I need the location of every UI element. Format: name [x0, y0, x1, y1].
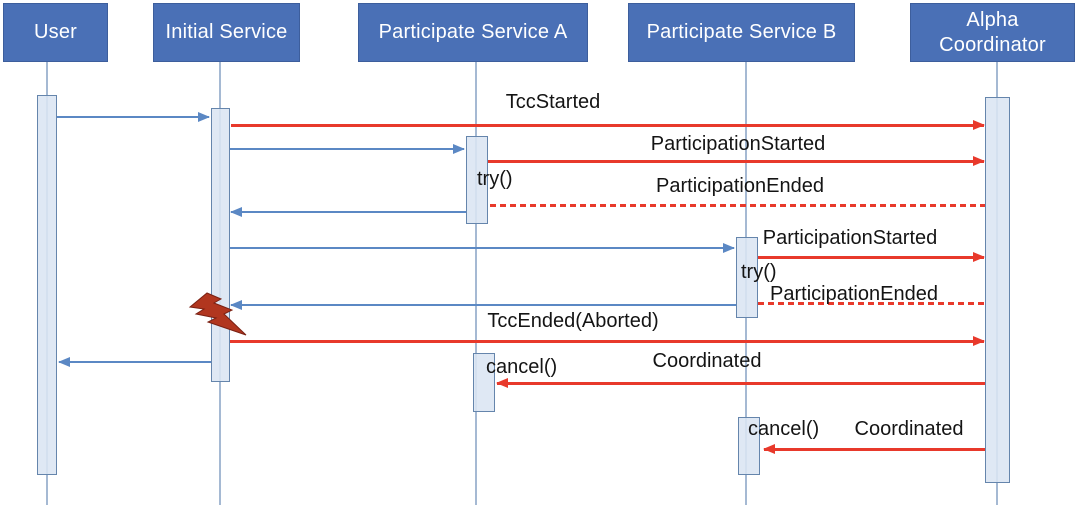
- message-arrow-initial-to-service-a: [230, 143, 465, 154]
- message-line: [231, 210, 466, 214]
- actor-service-a: Participate Service A: [358, 3, 588, 62]
- activation-initial-service: [211, 108, 230, 382]
- message-line: [758, 255, 984, 259]
- activation-service-a-cancel: [473, 353, 495, 412]
- arrowhead-right-icon: [973, 155, 985, 166]
- actor-label: Participate Service B: [646, 21, 837, 44]
- dashed-message-line: [758, 301, 985, 305]
- arrowhead-right-icon: [723, 242, 735, 253]
- message-line: [497, 381, 985, 385]
- actor-service-b: Participate Service B: [628, 3, 855, 62]
- message-line: [57, 115, 209, 119]
- message-arrow-service-a-to-initial: [230, 206, 466, 217]
- arrowhead-left-icon: [58, 356, 70, 367]
- actor-label: Initial Service: [165, 21, 288, 44]
- message-label-participationended: ParticipationEnded: [770, 283, 938, 305]
- actor-initial: Initial Service: [153, 3, 300, 62]
- activation-coordinator: [985, 97, 1010, 483]
- message-line: [230, 246, 734, 250]
- activation-service-b-cancel: [738, 417, 760, 475]
- operation-label-cancel-service-b: cancel(): [748, 418, 820, 440]
- message-label-tccended-aborted: TccEnded(Aborted): [487, 310, 659, 332]
- arrowhead-left-icon: [230, 206, 242, 217]
- lightning-bolt-icon: [188, 292, 247, 336]
- message-label-participationstarted: ParticipationStarted: [650, 133, 826, 155]
- arrowhead-left-icon: [763, 443, 775, 454]
- arrowhead-right-icon: [198, 111, 210, 122]
- message-line: [231, 123, 984, 127]
- operation-label-try-service-b: try(): [741, 261, 777, 283]
- arrowhead-right-icon: [973, 251, 985, 262]
- message-label-coordinated: Coordinated: [854, 418, 964, 440]
- message-arrow-tccended-aborted: [230, 335, 985, 346]
- message-arrow-participationstarted: [488, 155, 985, 166]
- message-line: [231, 303, 736, 307]
- activation-service-b-try: [736, 237, 758, 318]
- operation-label-cancel-service-a: cancel(): [486, 356, 558, 378]
- message-line: [230, 339, 984, 343]
- message-label-participationstarted: ParticipationStarted: [762, 227, 938, 249]
- lifeline-service-a: [475, 62, 477, 505]
- message-arrow-participationended: [490, 203, 985, 207]
- message-line: [488, 159, 984, 163]
- dashed-message-line: [490, 203, 985, 207]
- message-arrow-tccstarted: [231, 119, 985, 130]
- message-label-participationended: ParticipationEnded: [656, 175, 824, 197]
- arrowhead-right-icon: [453, 143, 465, 154]
- message-arrow-participationstarted: [758, 251, 985, 262]
- activation-service-a-try: [466, 136, 488, 224]
- arrowhead-right-icon: [973, 119, 985, 130]
- message-arrow-coordinated: [496, 377, 985, 388]
- message-line: [59, 360, 211, 364]
- actor-label: Alpha Coordinator: [939, 9, 1046, 56]
- message-arrow-user-to-initial: [57, 111, 210, 122]
- message-arrow-initial-to-user: [58, 356, 211, 367]
- message-arrow-initial-to-service-b: [230, 242, 735, 253]
- message-label-coordinated: Coordinated: [652, 350, 762, 372]
- message-arrow-service-b-to-initial: [230, 299, 736, 310]
- actor-coordinator: Alpha Coordinator: [910, 3, 1075, 62]
- activation-user: [37, 95, 57, 475]
- arrowhead-left-icon: [230, 299, 242, 310]
- message-arrow-coordinated: [763, 443, 985, 454]
- arrowhead-left-icon: [496, 377, 508, 388]
- actor-label: Participate Service A: [378, 21, 568, 44]
- message-label-tccstarted: TccStarted: [505, 91, 601, 113]
- message-arrow-participationended: [758, 301, 985, 305]
- message-line: [764, 447, 985, 451]
- arrowhead-right-icon: [973, 335, 985, 346]
- actor-label: User: [33, 21, 78, 44]
- operation-label-try-service-a: try(): [477, 168, 513, 190]
- message-line: [230, 147, 464, 151]
- actor-user: User: [3, 3, 108, 62]
